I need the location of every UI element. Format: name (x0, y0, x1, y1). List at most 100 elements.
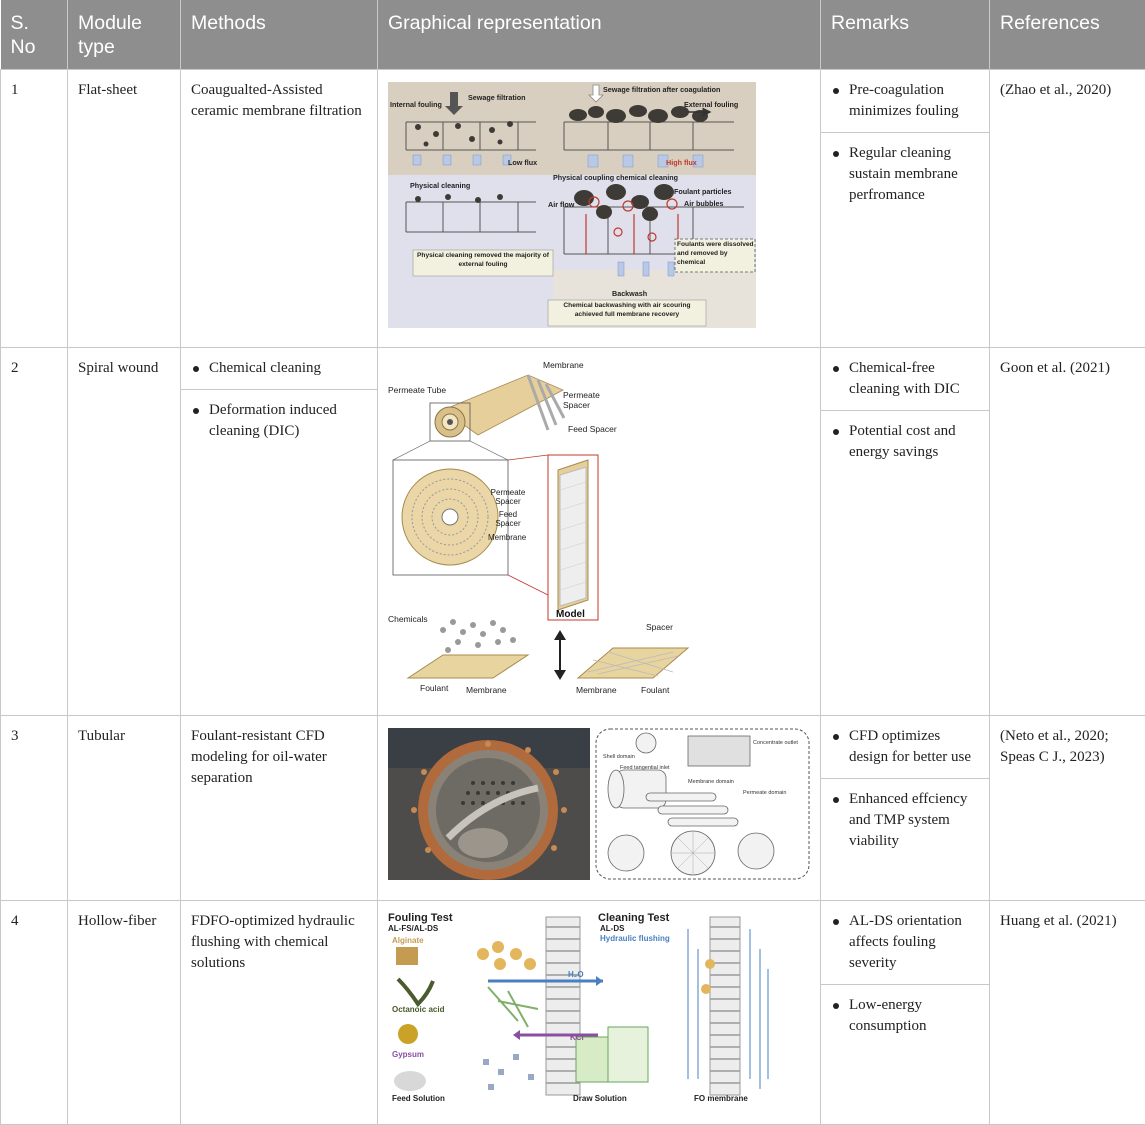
label-permeate-tube: Permeate Tube (388, 385, 446, 395)
cell-reference: Goon et al. (2021) (990, 348, 1145, 716)
cell-sno: 2 (1, 348, 68, 716)
label-air-bubbles: Air bubbles (684, 199, 724, 208)
bullet-icon (193, 408, 199, 414)
cell-sno: 3 (1, 716, 68, 901)
bullet-icon (833, 919, 839, 925)
cell-graphical: Shell domain Feed tangential inlet Conce… (378, 716, 821, 901)
label-low-flux: Low flux (508, 158, 537, 167)
remark-item: Regular cleaning sustain membrane perfro… (821, 133, 989, 216)
cell-methods: FDFO-optimized hydraulic flushing with c… (181, 901, 378, 1125)
label-sewage-after: Sewage filtration after coagulation (603, 85, 720, 94)
remark-item: Enhanced effciency and TMP system viabil… (821, 779, 989, 862)
cell-sno: 4 (1, 901, 68, 1125)
label-chemicals: Chemicals (388, 614, 428, 624)
label-hydraulic: Hydraulic flushing (600, 934, 670, 943)
tubular-figure: Shell domain Feed tangential inlet Conce… (388, 728, 810, 880)
label-chemical-backwash: Chemical backwashing with air scouring a… (550, 301, 704, 319)
label-foulant-particles: Foulant particles (674, 187, 732, 196)
label-fouling-test: Fouling Test (388, 912, 453, 924)
header-references: References (990, 0, 1145, 70)
cell-methods: Coaugualted-Assisted ceramic membrane fi… (181, 70, 378, 348)
remark-item: CFD optimizes design for better use (821, 716, 989, 779)
label-membrane-bottom-2: Membrane (576, 685, 617, 695)
label-foulants-dissolved: Foulants were dissolved and removed by c… (677, 240, 755, 267)
bullet-icon (833, 366, 839, 372)
cell-remarks: Chemical-free cleaning with DIC Potentia… (821, 348, 990, 716)
cell-remarks: AL-DS orientation affects fouling severi… (821, 901, 990, 1125)
bullet-icon (833, 429, 839, 435)
remark-item: Low-energy consumption (821, 985, 989, 1047)
bullet-icon (833, 797, 839, 803)
cell-module-type: Hollow-fiber (68, 901, 181, 1125)
header-module-type: Module type (68, 0, 181, 70)
label-octanoic: Octanoic acid (392, 1005, 445, 1014)
method-item: Deformation induced cleaning (DIC) (181, 390, 377, 452)
bullet-icon (193, 366, 199, 372)
label-sewage-filtration: Sewage filtration (468, 93, 526, 102)
label-physical-cleaning: Physical cleaning (410, 181, 470, 190)
label-kcl: KCl (570, 1033, 584, 1042)
hollow-fiber-figure: Fouling Test AL-FS/AL-DS Alginate Octano… (388, 909, 772, 1105)
label-al-ds: AL-DS (600, 924, 625, 933)
cell-reference: (Neto et al., 2020; Speas C J., 2023) (990, 716, 1145, 901)
label-foulant: Foulant (420, 683, 449, 693)
label-h2o: H₂O (568, 970, 584, 979)
table-row: 1 Flat-sheet Coaugualted-Assisted cerami… (1, 70, 1145, 348)
header-row: S. No Module type Methods Graphical repr… (1, 0, 1145, 70)
label-permeate-spacer: Permeate Spacer (563, 390, 618, 410)
header-remarks: Remarks (821, 0, 990, 70)
label-feed-solution: Feed Solution (392, 1094, 445, 1103)
label-internal-fouling: Internal fouling (390, 100, 442, 109)
label-physical-coupling: Physical coupling chemical cleaning (553, 173, 678, 182)
cell-module-type: Flat-sheet (68, 70, 181, 348)
bullet-icon (833, 88, 839, 94)
label-external-fouling: External fouling (684, 100, 738, 109)
remark-item: AL-DS orientation affects fouling severi… (821, 901, 989, 985)
label-feed-inlet: Feed tangential inlet (620, 765, 670, 771)
bullet-icon (833, 151, 839, 157)
label-gypsum: Gypsum (392, 1050, 424, 1059)
label-al-fs: AL-FS/AL-DS (388, 924, 439, 933)
cell-module-type: Tubular (68, 716, 181, 901)
cell-methods: Chemical cleaning Deformation induced cl… (181, 348, 378, 716)
cell-remarks: Pre-coagulation minimizes fouling Regula… (821, 70, 990, 348)
label-permeate-spacer-inner: Permeate Spacer (483, 488, 533, 506)
label-membrane-inner: Membrane (488, 533, 527, 542)
label-feed-spacer-inner: Feed Spacer (488, 510, 528, 528)
label-fo-membrane: FO membrane (694, 1094, 748, 1103)
label-concentrate-outlet: Concentrate outlet (753, 740, 798, 746)
spiral-wound-figure: Model Membrane Permeate Tube Permeate Sp… (388, 360, 708, 696)
label-membrane: Membrane (543, 360, 584, 370)
label-draw-solution: Draw Solution (573, 1094, 627, 1103)
label-spacer: Spacer (646, 622, 673, 632)
cell-remarks: CFD optimizes design for better use Enha… (821, 716, 990, 901)
header-methods: Methods (181, 0, 378, 70)
label-backwash: Backwash (612, 289, 647, 298)
remark-item: Pre-coagulation minimizes fouling (821, 70, 989, 133)
cell-graphical: Fouling Test AL-FS/AL-DS Alginate Octano… (378, 901, 821, 1125)
cell-module-type: Spiral wound (68, 348, 181, 716)
bullet-icon (833, 1003, 839, 1009)
cell-methods: Foulant-resistant CFD modeling for oil-w… (181, 716, 378, 901)
cell-reference: Huang et al. (2021) (990, 901, 1145, 1125)
header-sno: S. No (1, 0, 68, 70)
label-model: Model (556, 609, 585, 620)
label-high-flux: High flux (666, 158, 697, 167)
label-permeate-domain: Permeate domain (743, 790, 786, 796)
cell-reference: (Zhao et al., 2020) (990, 70, 1145, 348)
label-air-flow: Air flow (548, 200, 575, 209)
remark-item: Potential cost and energy savings (821, 411, 989, 473)
bullet-icon (833, 734, 839, 740)
cell-sno: 1 (1, 70, 68, 348)
label-feed-spacer: Feed Spacer (568, 424, 617, 434)
flat-sheet-figure: Sewage filtration Sewage filtration afte… (388, 82, 756, 328)
method-item: Chemical cleaning (181, 348, 377, 390)
label-membrane-bottom: Membrane (466, 685, 507, 695)
table-row: 3 Tubular Foulant-resistant CFD modeling… (1, 716, 1145, 901)
label-shell-domain: Shell domain (603, 754, 635, 760)
table-row: 4 Hollow-fiber FDFO-optimized hydraulic … (1, 901, 1145, 1125)
label-alginate: Alginate (392, 936, 424, 945)
cell-graphical: Sewage filtration Sewage filtration afte… (378, 70, 821, 348)
header-graphical-representation: Graphical representation (378, 0, 821, 70)
